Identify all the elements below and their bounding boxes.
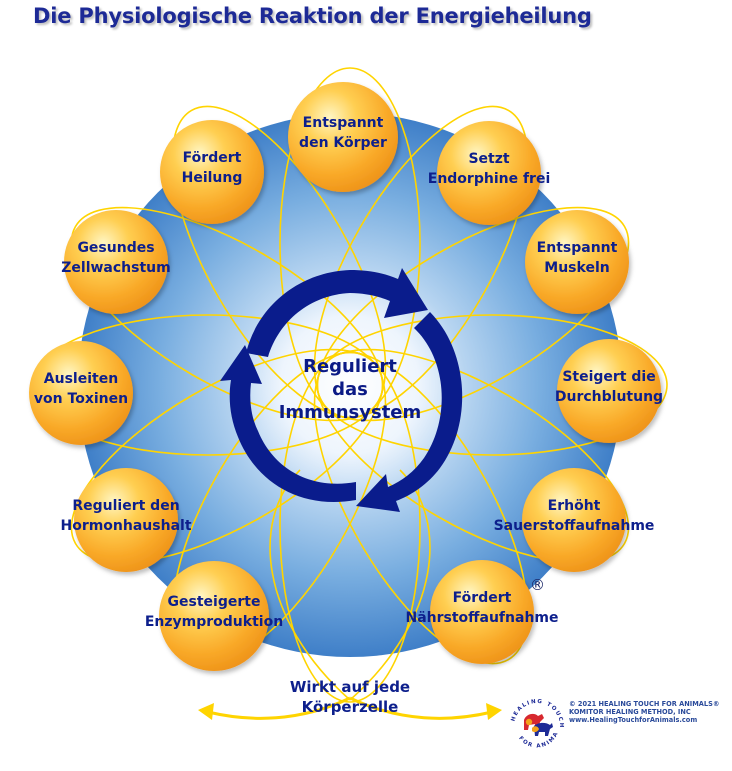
node-orb	[437, 121, 541, 225]
node-label-line: Hormonhaushalt	[60, 518, 191, 534]
copyright-line-2: KOMITOR HEALING METHOD, INC	[569, 708, 691, 716]
bottom-label: Wirkt auf jede Körperzelle	[250, 677, 450, 717]
copyright-note: © 2021 HEALING TOUCH FOR ANIMALS® KOMITO…	[569, 700, 719, 724]
node-orb	[64, 210, 168, 314]
node-label-line: Gesundes	[77, 240, 154, 256]
cycle-arrows	[220, 268, 463, 512]
cycle-arrow-top	[246, 268, 428, 357]
bottom-label-line-2: Körperzelle	[301, 698, 399, 716]
center-line-3: Immunsystem	[279, 402, 422, 423]
node-orb	[159, 561, 269, 671]
healing-touch-logo: HEALING TOUCH FOR ANIMALS	[508, 692, 563, 750]
bottom-arrows	[198, 696, 502, 720]
node-orb	[525, 210, 629, 314]
node-label-line: Gesteigerte	[168, 594, 261, 610]
node-orb	[74, 468, 178, 572]
node-orb	[522, 468, 626, 572]
node-label-line: Steigert die	[562, 369, 655, 385]
bottom-label-line-1: Wirkt auf jede	[289, 678, 411, 696]
node-label-line: Ausleiten	[44, 371, 118, 387]
center-line-2: das	[332, 379, 368, 400]
node-label-line: Entspannt	[303, 115, 384, 131]
node-label-line: Erhöht	[548, 498, 601, 514]
node-orb	[29, 341, 133, 445]
node-label-line: Setzt	[468, 151, 509, 167]
node-label-line: Reguliert den	[72, 498, 179, 514]
bottom-arrowhead-left	[198, 703, 214, 720]
bottom-arrowhead-right	[486, 703, 502, 720]
node-label-line: Muskeln	[544, 260, 609, 276]
energy-petals	[32, 67, 668, 703]
center-label: Reguliert das Immunsystem	[279, 356, 422, 423]
node-label-line: Endorphine frei	[428, 171, 551, 187]
node-entspannt-koerper: Entspannt den Körper	[288, 82, 398, 192]
bottom-arrow-right	[349, 696, 493, 720]
cycle-arrow-left	[220, 345, 356, 503]
node-orb	[430, 560, 534, 664]
node-orb	[288, 82, 398, 192]
node-label-line: Nährstoffaufnahme	[406, 610, 559, 626]
node-label-line: den Körper	[299, 135, 387, 151]
node-orb	[557, 339, 661, 443]
node-label-line: Enzymproduktion	[145, 614, 283, 630]
copyright-line-1: © 2021 HEALING TOUCH FOR ANIMALS®	[569, 700, 720, 708]
energy-petal	[171, 105, 387, 419]
bottom-arrow-left	[207, 696, 351, 720]
node-label-line: Entspannt	[537, 240, 618, 256]
node-label-line: Zellwachstum	[61, 260, 170, 276]
node-label-line: Sauerstoffaufnahme	[494, 518, 655, 534]
node-label-line: Fördert	[453, 590, 512, 606]
center-line-1: Reguliert	[303, 356, 397, 377]
copyright-line-3: www.HealingTouchforAnimals.com	[569, 716, 698, 724]
node-label-line: Heilung	[182, 170, 243, 186]
energy-loop	[269, 469, 431, 701]
registered-mark: ®	[530, 576, 545, 594]
node-label-line: Fördert	[183, 150, 242, 166]
center-glow	[235, 270, 465, 500]
animal-silhouettes-icon	[524, 713, 553, 736]
cycle-arrow-right	[356, 312, 463, 512]
node-label-line: Durchblutung	[555, 389, 663, 405]
node-ausleiten-toxine: Ausleiten von Toxinen	[29, 341, 133, 445]
node-label-line: von Toxinen	[34, 391, 128, 407]
node-orb	[160, 120, 264, 224]
page-title: Die Physiologische Reaktion der Energieh…	[33, 4, 592, 28]
